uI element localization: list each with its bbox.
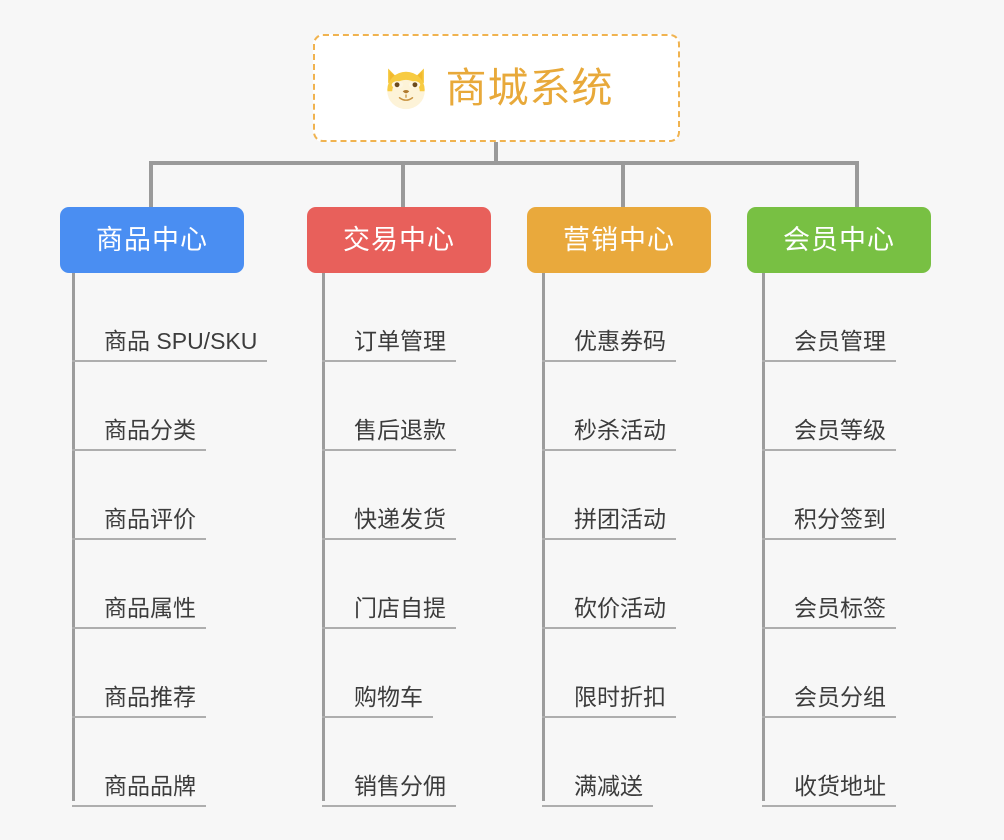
sub-item[interactable]: 会员标签: [762, 540, 896, 629]
sub-item[interactable]: 秒杀活动: [542, 362, 676, 451]
category-label-1: 商品中心: [96, 224, 208, 255]
sub-item-label: 快递发货: [354, 505, 446, 532]
sub-item-label: 拼团活动: [574, 505, 666, 532]
sub-item[interactable]: 积分签到: [762, 451, 896, 540]
sub-item-label: 会员标签: [794, 594, 886, 621]
connector-root-stem: [494, 142, 498, 163]
category-label-2: 交易中心: [343, 224, 455, 255]
sub-item-label: 商品属性: [104, 594, 196, 621]
sub-item[interactable]: 会员分组: [762, 629, 896, 718]
sub-item[interactable]: 订单管理: [322, 273, 456, 362]
sub-item[interactable]: 拼团活动: [542, 451, 676, 540]
column-spine-4: [762, 273, 765, 801]
column-spine-2: [322, 273, 325, 801]
sub-item[interactable]: 会员管理: [762, 273, 896, 362]
sub-item[interactable]: 商品分类: [72, 362, 206, 451]
column-spine-1: [72, 273, 75, 801]
sub-item-label: 会员管理: [794, 327, 886, 354]
connector-drop-4: [855, 161, 859, 208]
sub-item-label: 秒杀活动: [574, 416, 666, 443]
connector-bus: [151, 161, 859, 165]
sub-item[interactable]: 销售分佣: [322, 718, 456, 807]
sub-item-label: 收货地址: [794, 772, 886, 799]
column-spine-3: [542, 273, 545, 801]
sub-item-label: 商品评价: [104, 505, 196, 532]
category-box-3[interactable]: 营销中心: [527, 207, 711, 273]
sub-item[interactable]: 购物车: [322, 629, 433, 718]
sub-item[interactable]: 商品属性: [72, 540, 206, 629]
sub-item-label: 会员分组: [794, 683, 886, 710]
sub-item[interactable]: 商品品牌: [72, 718, 206, 807]
category-box-2[interactable]: 交易中心: [307, 207, 491, 273]
sub-item-label: 限时折扣: [574, 683, 666, 710]
connector-drop-1: [149, 161, 153, 208]
sub-item-label: 积分签到: [794, 505, 886, 532]
sub-item-label: 砍价活动: [574, 594, 666, 621]
sub-item[interactable]: 满减送: [542, 718, 653, 807]
category-box-1[interactable]: 商品中心: [60, 207, 244, 273]
root-node[interactable]: 商城系统: [313, 34, 680, 142]
connector-drop-3: [621, 161, 625, 208]
category-box-4[interactable]: 会员中心: [747, 207, 931, 273]
root-title: 商城系统: [445, 64, 614, 111]
sub-item[interactable]: 优惠券码: [542, 273, 676, 362]
sub-item-label: 门店自提: [354, 594, 446, 621]
sub-item[interactable]: 商品 SPU/SKU: [72, 273, 268, 362]
sub-item[interactable]: 砍价活动: [542, 540, 676, 629]
sub-item-label: 销售分佣: [354, 772, 446, 799]
sub-item-label: 购物车: [354, 683, 423, 710]
sub-item[interactable]: 限时折扣: [542, 629, 676, 718]
sub-item[interactable]: 商品推荐: [72, 629, 206, 718]
dog-face-icon: [386, 68, 425, 110]
sub-item-label: 会员等级: [794, 416, 886, 443]
connector-drop-2: [401, 161, 405, 208]
category-label-3: 营销中心: [563, 224, 675, 255]
sub-item-label: 订单管理: [354, 327, 446, 354]
sub-item[interactable]: 快递发货: [322, 451, 456, 540]
sub-item[interactable]: 收货地址: [762, 718, 896, 807]
sub-item-label: 商品 SPU/SKU: [104, 327, 258, 354]
sub-item-label: 满减送: [574, 772, 643, 799]
sub-item-label: 商品分类: [104, 416, 196, 443]
sub-item-label: 售后退款: [354, 416, 446, 443]
sub-item-label: 优惠券码: [574, 327, 666, 354]
sub-item[interactable]: 门店自提: [322, 540, 456, 629]
sub-item[interactable]: 商品评价: [72, 451, 206, 540]
sub-item-label: 商品品牌: [104, 772, 196, 799]
sub-item[interactable]: 会员等级: [762, 362, 896, 451]
sub-item[interactable]: 售后退款: [322, 362, 456, 451]
sub-item-label: 商品推荐: [104, 683, 196, 710]
category-label-4: 会员中心: [783, 224, 895, 255]
